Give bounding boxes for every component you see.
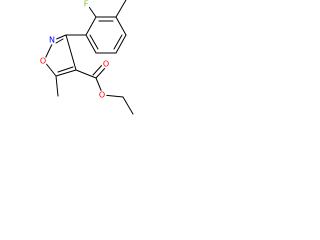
ether-oxygen-label: O	[99, 91, 105, 100]
fluorine-bg	[81, 0, 91, 9]
bond-c5-c4	[55, 69, 77, 77]
bond-ch2-ch3	[122, 96, 134, 115]
bond-c5-methyl	[55, 75, 59, 97]
ring-nitrogen-bg	[47, 35, 57, 45]
bond-c4-carbonyl	[75, 69, 97, 79]
bond-c4-c5-inner	[113, 34, 123, 50]
ring-nitrogen-label: N	[49, 36, 55, 45]
bond-layer	[43, 0, 134, 115]
bond-c6-c1	[85, 34, 97, 54]
carbonyl-oxygen-bg	[101, 59, 111, 69]
bond-carbonyl-o-double-a	[95, 66, 107, 79]
bond-c3-methyl	[115, 0, 127, 18]
chemical-structure: F N O O O	[38, 0, 134, 115]
carbonyl-oxygen-label: O	[103, 60, 109, 69]
ring-oxygen-bg	[38, 56, 48, 66]
ether-oxygen-bg	[97, 90, 107, 100]
bond-c1-c2	[85, 16, 97, 36]
atom-label-layer: F N O O O	[38, 0, 111, 100]
fluorine-label: F	[84, 0, 89, 9]
bond-c5-c4-inner	[57, 66, 74, 73]
bond-carbonyl-o-double-b	[92, 63, 104, 76]
ring-oxygen-label: O	[40, 57, 46, 66]
bond-c6-c1-inner	[89, 34, 99, 50]
bond-c3-n-inner	[55, 38, 64, 44]
bond-c4-c3	[65, 34, 77, 71]
bond-c3-c4	[115, 16, 127, 36]
bond-c4-c5	[115, 34, 127, 54]
